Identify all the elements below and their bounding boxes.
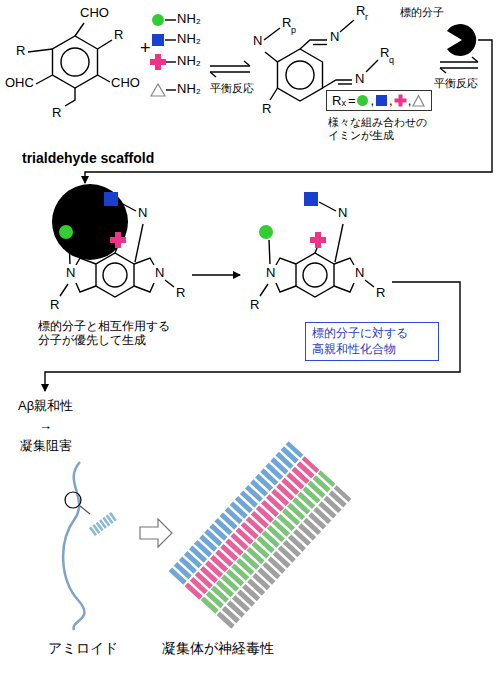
substituent-label: R bbox=[50, 298, 59, 313]
substituent-label: R bbox=[282, 16, 291, 31]
effect-text: Aβ親和性 → 凝集阻害 bbox=[15, 396, 76, 456]
bound-structure bbox=[59, 192, 174, 297]
substituent-label: R bbox=[52, 106, 61, 121]
substituent-label: R bbox=[262, 102, 271, 117]
subscript-label: p bbox=[291, 25, 296, 35]
atom-label: N bbox=[330, 30, 339, 45]
substituent-label: R bbox=[356, 4, 365, 19]
reaction-label: 平衡反応 bbox=[210, 82, 254, 95]
square-symbol bbox=[375, 94, 388, 107]
key-text: R bbox=[332, 93, 341, 108]
substituent-label: R bbox=[250, 298, 259, 313]
key-text: , bbox=[370, 93, 374, 108]
atom-label: N bbox=[66, 266, 75, 281]
reaction-label: 平衡反応 bbox=[434, 77, 478, 90]
amyloid-illustration bbox=[63, 448, 344, 630]
note-text: 様々な組み合わせの イミンが生成 bbox=[328, 116, 438, 141]
substituent-label: R bbox=[380, 46, 389, 61]
substituent-label: R bbox=[176, 286, 185, 301]
amine-label: NH₂ bbox=[177, 12, 201, 27]
note-text: 標的分子と相互作用する 分子が優先して生成 bbox=[38, 320, 182, 348]
group-label: CHO bbox=[111, 76, 140, 91]
subscript-text: x bbox=[341, 98, 346, 108]
amine-label: NH₂ bbox=[177, 82, 201, 97]
structure-name: trialdehyde scaffold bbox=[22, 150, 154, 166]
result-text: 標的分子に対する 高親和性化合物 bbox=[312, 326, 432, 357]
circle-symbol bbox=[356, 94, 369, 107]
target-molecule bbox=[447, 24, 476, 56]
product-structure bbox=[259, 192, 374, 297]
substituent-key-box: Rx=,,, bbox=[326, 90, 432, 111]
amine-label: NH₂ bbox=[177, 54, 201, 69]
group-label: CHO bbox=[80, 6, 109, 21]
amine-label: NH₂ bbox=[177, 32, 201, 47]
triangle-symbol bbox=[412, 94, 425, 107]
substituent-label: R bbox=[376, 286, 385, 301]
substituent-label: R bbox=[114, 28, 123, 43]
imine-structure bbox=[264, 20, 378, 101]
scaffold-structure bbox=[28, 23, 112, 106]
group-label: OHC bbox=[5, 76, 34, 91]
atom-label: N bbox=[253, 34, 262, 49]
result-box: 標的分子に対する 高親和性化合物 bbox=[305, 322, 439, 361]
key-text: , bbox=[408, 93, 412, 108]
atom-label: N bbox=[338, 206, 347, 221]
substituent-label: R bbox=[16, 44, 25, 59]
key-text: , bbox=[389, 93, 393, 108]
atom-label: N bbox=[155, 266, 164, 281]
plus-sign: + bbox=[140, 38, 151, 59]
atom-label: N bbox=[355, 266, 364, 281]
cross-symbol bbox=[394, 94, 407, 107]
caption-text: アミロイド 凝集体が神経毒性 bbox=[48, 640, 274, 656]
equilibrium-arrows bbox=[210, 57, 478, 77]
atom-label: N bbox=[138, 206, 147, 221]
subscript-label: r bbox=[365, 12, 368, 22]
flow-arrow bbox=[192, 274, 240, 275]
key-text: = bbox=[348, 93, 356, 108]
amine-symbols bbox=[150, 14, 176, 96]
target-label: 標的分子 bbox=[400, 6, 444, 19]
subscript-label: q bbox=[389, 55, 394, 65]
atom-label: N bbox=[266, 266, 275, 281]
atom-label: N bbox=[355, 72, 364, 87]
